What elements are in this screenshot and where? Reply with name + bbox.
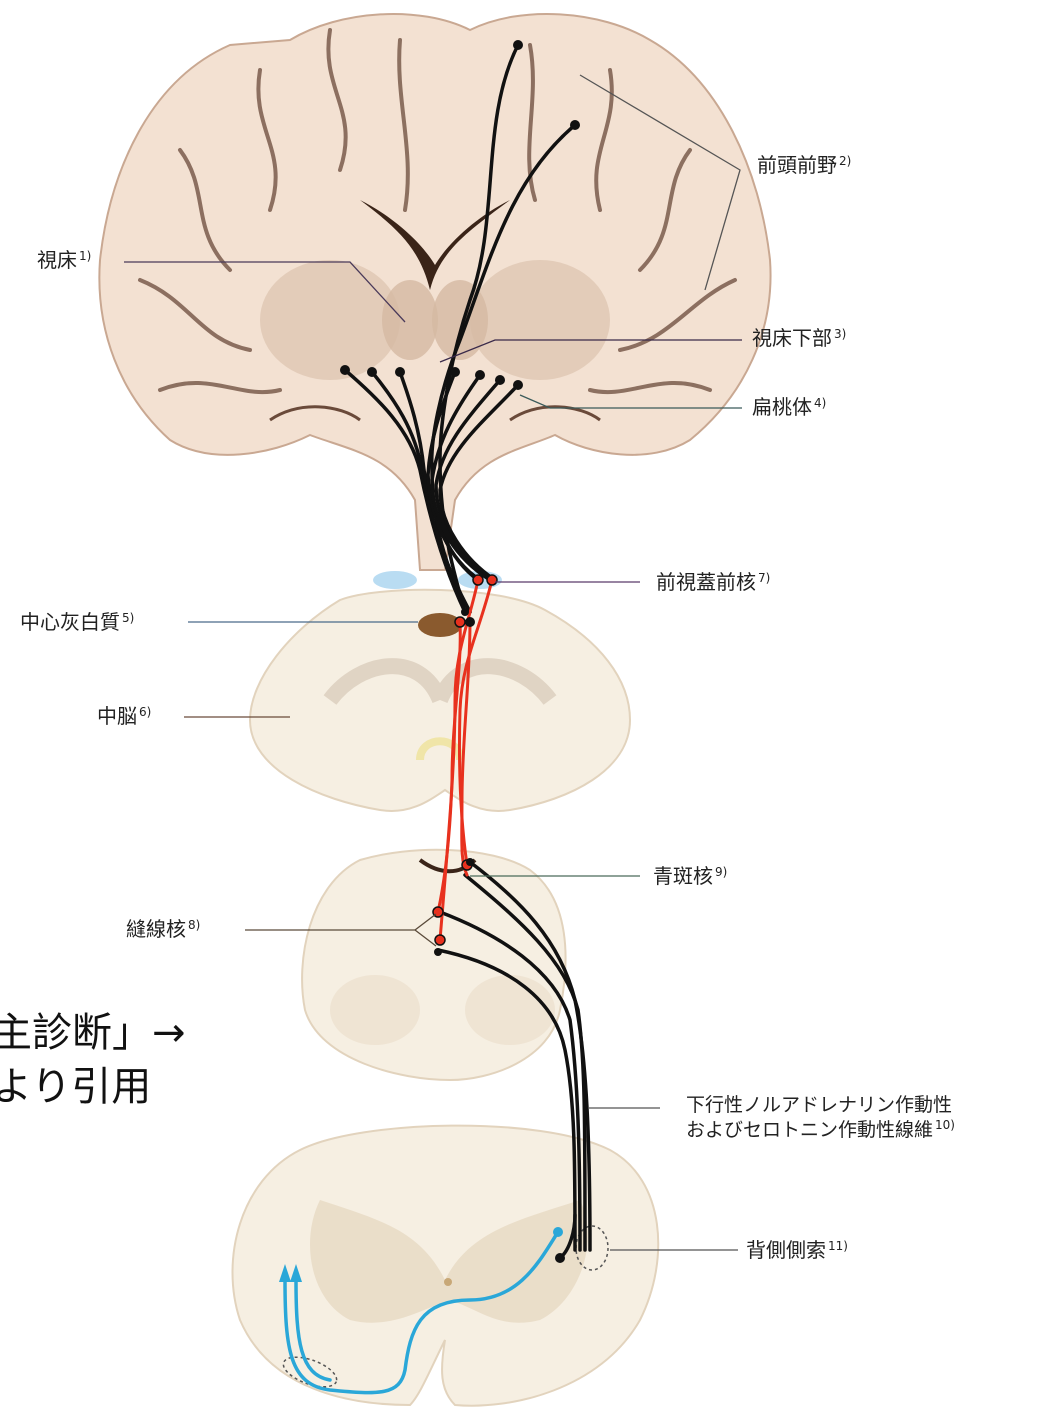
medulla-section xyxy=(301,848,567,1082)
arrowheads xyxy=(279,1264,302,1282)
citation-line2: より引用 xyxy=(0,1064,152,1110)
citation-line1: 主診断」→ xyxy=(0,1010,186,1056)
leader-lines xyxy=(124,74,742,1251)
spinal-cord-section xyxy=(231,1124,660,1407)
citation-text: 主診断」→ より引用 xyxy=(0,1006,186,1114)
midbrain-section xyxy=(248,571,632,812)
blue-fiber xyxy=(283,1230,560,1395)
descending-fibers-line1: 下行性ノルアドレナリン作動性 xyxy=(686,1094,953,1116)
neuron-dots xyxy=(340,40,580,1263)
brain-coronal-section xyxy=(98,12,772,571)
